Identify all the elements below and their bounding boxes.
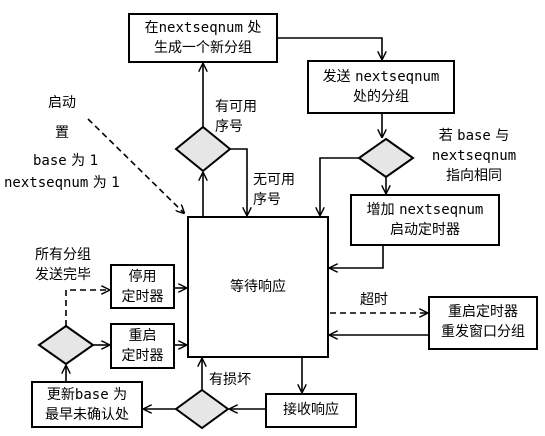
update-base-text: 更新base 为 最早未确认处 (32, 385, 142, 425)
restart-timer-line1: 重启定时器 (448, 304, 518, 320)
arrow-increment-to-wait (330, 245, 384, 268)
increment-line2: 启动定时器 (390, 222, 460, 238)
increment-box (350, 194, 500, 246)
generate-packet-box (128, 13, 278, 63)
restart-timer-box (428, 296, 538, 350)
update-line2: 最早未确认处 (45, 407, 129, 423)
wait-response-box (187, 216, 329, 358)
send-code: nextseqnum (355, 69, 440, 85)
unavailable-line1: 无可用 (253, 172, 295, 188)
window-check-diamond (174, 125, 232, 173)
generate-pre: 在 (144, 20, 159, 36)
start-label: 启动 (48, 95, 76, 111)
restart-line1: 重启 (128, 328, 157, 344)
all-sent-line1: 所有分组 (35, 247, 91, 263)
increment-text: 增加 nextseqnum 启动定时器 (351, 200, 499, 240)
arrow-not-same (320, 157, 359, 215)
unavailable-line2: 序号 (253, 192, 281, 208)
same-code2: nextseqnum (431, 148, 517, 164)
stop-timer-text: 停用 定时器 (111, 267, 174, 307)
update-post: 为 (108, 387, 128, 403)
base-compare-diamond (357, 137, 415, 179)
send-line2: 处的分组 (353, 89, 409, 105)
update-code: base (74, 387, 109, 403)
next-init-post: 为 1 (88, 175, 121, 191)
restart-text: 重启 定时器 (111, 326, 174, 366)
same-line3: 指向相同 (446, 168, 502, 184)
stop-timer-line1: 停用 (128, 269, 157, 285)
receive-response-text: 接收响应 (283, 402, 339, 418)
all-acked-diamond (37, 324, 95, 366)
base-init-post: 为 1 (66, 153, 99, 169)
restart-box (110, 323, 175, 369)
generate-code: nextseqnum (158, 20, 243, 36)
arrow-all-sent (65, 290, 109, 326)
unavailable-label: 无可用 序号 (253, 170, 295, 210)
update-pre: 更新 (46, 387, 75, 403)
generate-post: 处 (242, 20, 262, 36)
send-packet-box (307, 60, 455, 114)
arrow-unavailable (230, 148, 247, 215)
stop-timer-line2: 定时器 (121, 289, 164, 305)
send-pre: 发送 (322, 69, 356, 85)
restart-timer-line2: 重发窗口分组 (441, 324, 525, 340)
next-init-label: nextseqnum 为 1 (4, 173, 120, 193)
all-sent-label: 所有分组 发送完毕 (35, 245, 91, 285)
wait-response-text: 等待响应 (230, 279, 286, 295)
restart-line2: 定时器 (121, 348, 164, 364)
set-label: 置 (55, 125, 69, 141)
generate-line2: 生成一个新分组 (154, 40, 252, 56)
increment-code: nextseqnum (399, 202, 484, 218)
all-sent-line2: 发送完毕 (35, 267, 91, 283)
base-init-label: base 为 1 (33, 151, 99, 171)
same-label: 若 base 与 nextseqnum 指向相同 (410, 126, 538, 186)
update-base-box (31, 381, 143, 428)
timeout-label: 超时 (360, 292, 388, 308)
same-code1: base (457, 128, 491, 144)
arrow-start (87, 118, 184, 213)
restart-timer-text: 重启定时器 重发窗口分组 (429, 302, 537, 342)
same-mid: 与 (490, 128, 510, 144)
send-packet-text: 发送 nextseqnum 处的分组 (308, 67, 454, 107)
next-init-code: nextseqnum (4, 175, 89, 191)
corrupt-label: 有损坏 (209, 372, 251, 388)
increment-pre: 增加 (366, 202, 400, 218)
arrow-to-send (277, 37, 382, 59)
available-line1: 有可用 (215, 99, 257, 115)
generate-packet-text: 在nextseqnum 处 生成一个新分组 (129, 18, 277, 58)
base-init-code: base (33, 153, 67, 169)
available-label: 有可用 序号 (215, 97, 257, 137)
corrupt-check-diamond (174, 388, 230, 430)
same-pre: 若 (438, 128, 458, 144)
available-line2: 序号 (215, 119, 243, 135)
receive-response-box (265, 393, 357, 428)
stop-timer-box (110, 264, 175, 309)
